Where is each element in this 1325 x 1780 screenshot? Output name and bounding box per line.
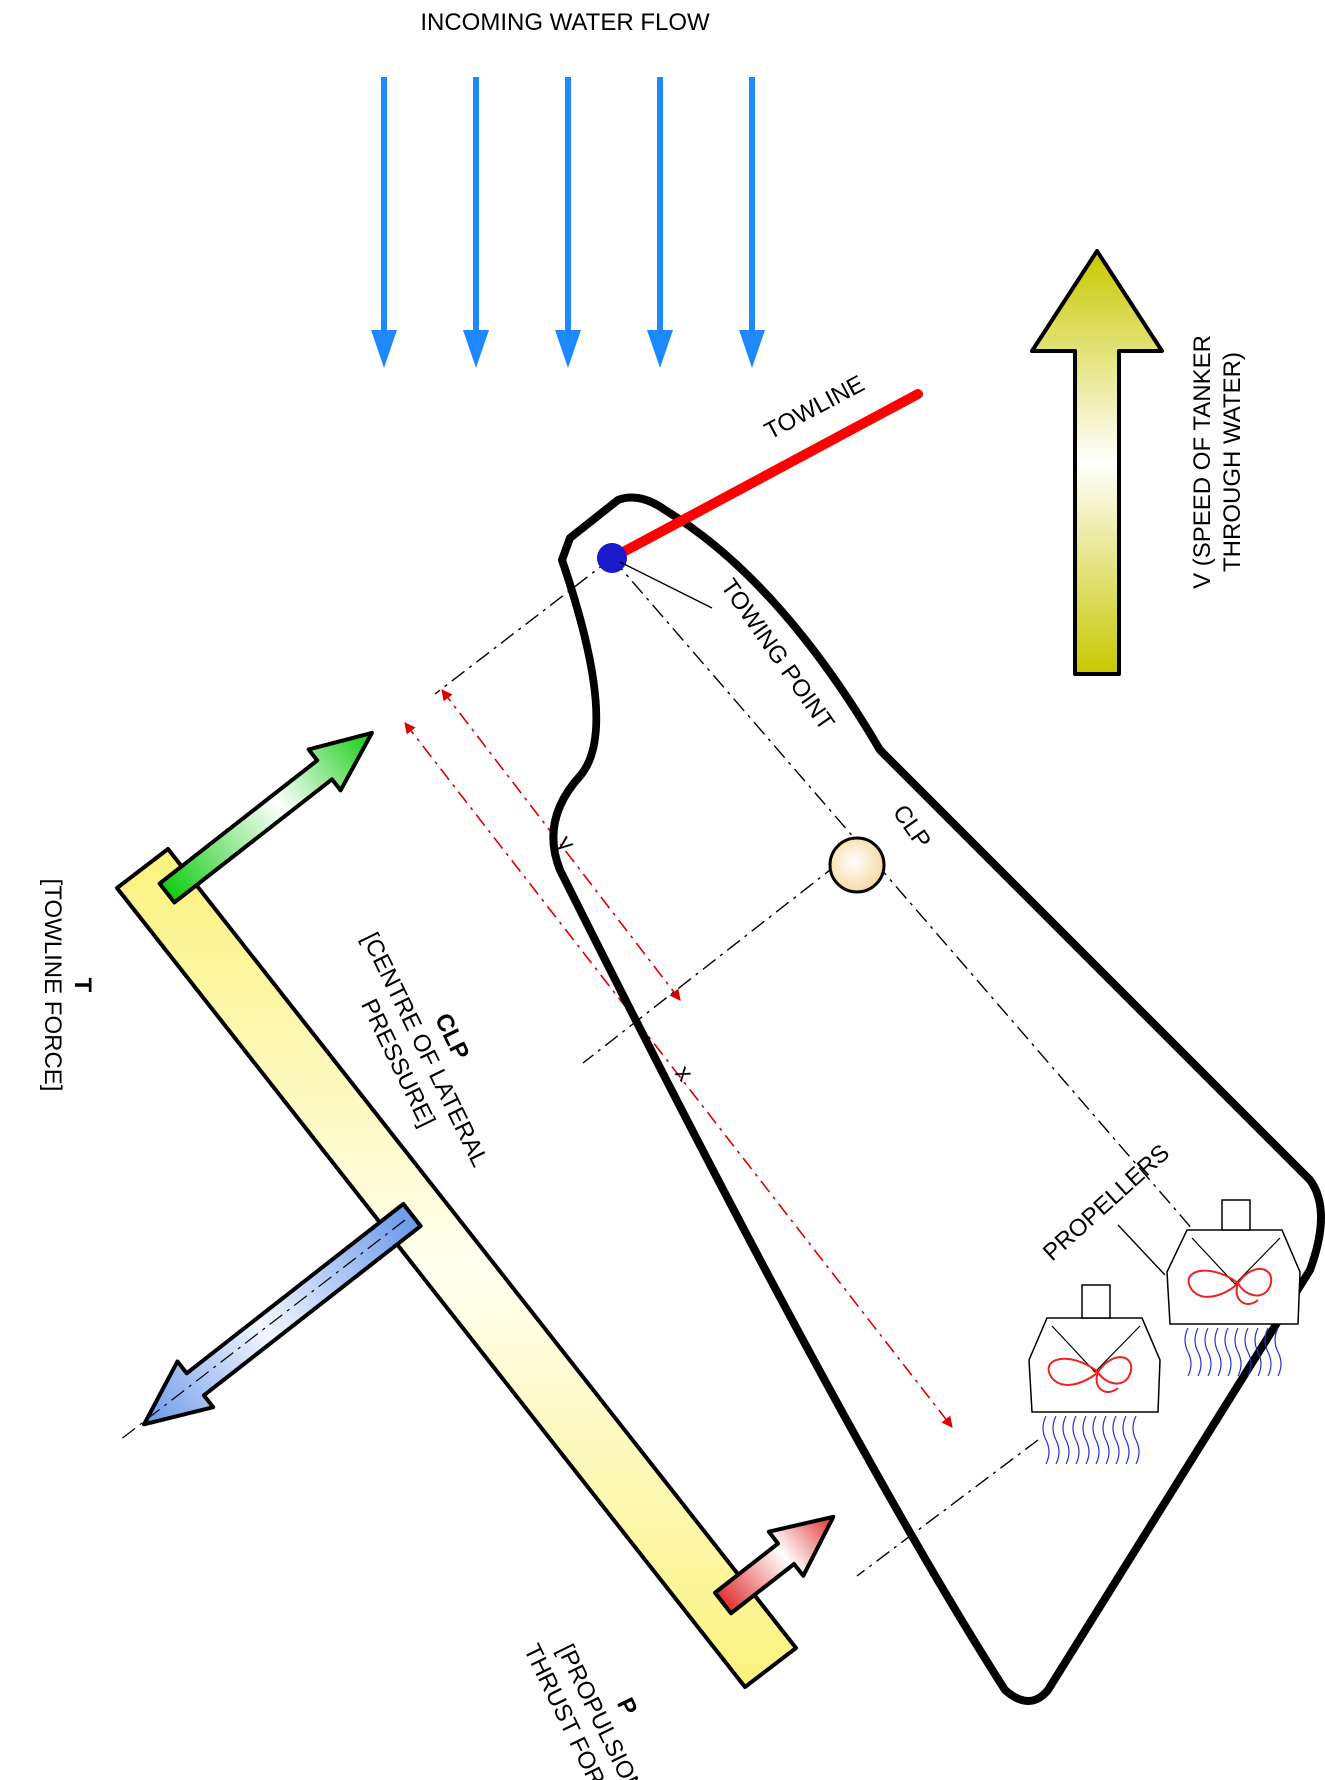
t-symbol: T [69,978,96,993]
speed-label-line1: V (SPEED OF TANKER [1189,335,1216,589]
x-dimension [404,722,953,1428]
thrust-force-arrow [712,1514,836,1616]
incoming-water-flow-label: INCOMING WATER FLOW [420,9,710,36]
water-flow-arrow [371,77,397,368]
tanker-hull [549,493,1325,1705]
propellers-leader [1117,1224,1166,1276]
propeller-blades-port [1047,1356,1133,1393]
p-symbol: P [611,1694,642,1720]
towing-point [597,543,627,573]
t-description: [TOWLINE FORCE] [39,879,66,1092]
dimension-lines [404,689,953,1428]
propeller-starboard [1166,1199,1301,1377]
clp-marker [828,836,886,894]
clp-marker-label: CLP [887,800,936,854]
water-flow-arrow [739,77,765,368]
propellers-label: PROPELLERS [1038,1139,1175,1266]
water-flow-arrows [371,77,765,368]
lever-bar [115,847,798,1689]
propeller-port [1028,1284,1161,1465]
towing-point-leader [619,561,713,609]
propeller-blades-starboard [1187,1268,1273,1305]
clp-force-arrow [142,1201,423,1427]
water-flow-arrow [463,77,489,368]
speed-label-line2: THROUGH WATER) [1219,352,1246,572]
water-flow-arrow [555,77,581,368]
water-flow-arrow [647,77,673,368]
speed-arrow [1030,249,1164,676]
towline-force-arrow [157,730,374,905]
towline [607,389,923,563]
